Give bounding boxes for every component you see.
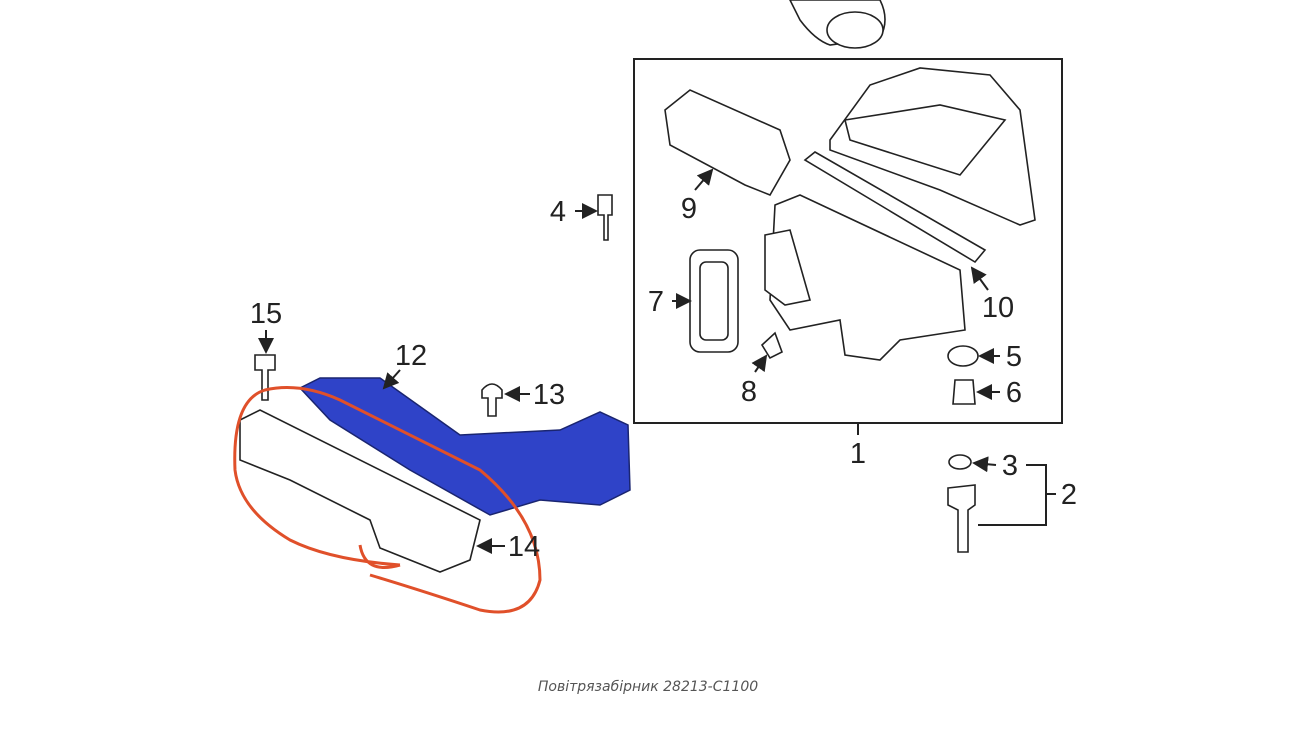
part-10 [803,151,987,264]
part-9 [664,89,791,197]
image-caption: Повітрязабірник 28213-C1100 [537,679,759,695]
highlight-circle-annotation [233,386,542,614]
air-cleaner-body-part [769,194,966,361]
part-4 [597,194,613,241]
callout-4: 4 [550,196,566,228]
part-13 [481,383,503,417]
callout-14: 14 [508,531,540,563]
callout-9: 9 [681,193,697,225]
air-cleaner-cover-part [829,67,1036,226]
part-8 [760,331,783,360]
intake-hose-part [789,0,886,49]
callout-5: 5 [1006,341,1022,373]
part-3 [948,454,972,470]
callout-6: 6 [1006,377,1022,409]
part-5 [947,345,979,367]
callout-13: 13 [533,379,565,411]
callout-8: 8 [741,376,757,408]
part-14-bracket [239,409,481,573]
part-2 [947,484,976,553]
part-15 [254,354,276,401]
callout-10: 10 [982,292,1014,324]
callout-12: 12 [395,340,427,372]
callout-2: 2 [1061,479,1077,511]
callout-7: 7 [648,286,664,318]
callout-1: 1 [850,438,866,470]
callout-3: 3 [1002,450,1018,482]
assembly-box-1 [633,58,1063,424]
callout-15: 15 [250,298,282,330]
part-6 [952,379,976,405]
